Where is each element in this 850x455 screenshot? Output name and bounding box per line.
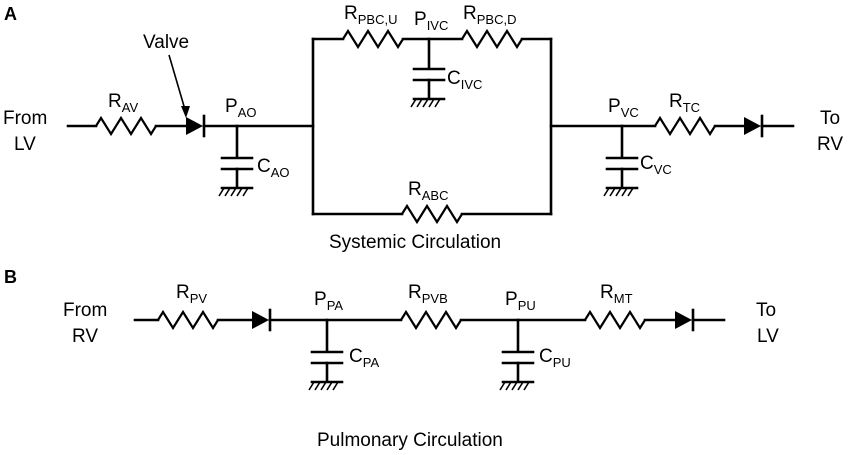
capacitor-c-ao bbox=[220, 124, 254, 189]
from-rv-label-line1: From bbox=[63, 300, 107, 321]
panel-label-b: B bbox=[4, 267, 17, 287]
resistor-r-pv bbox=[157, 309, 219, 331]
label-r-pv: RPV bbox=[176, 282, 207, 306]
caption-systemic: Systemic Circulation bbox=[329, 232, 501, 253]
label-r-pbc-d: RPBC,D bbox=[463, 3, 516, 27]
from-rv-label-line2: RV bbox=[72, 326, 98, 347]
from-lv-label-line1: From bbox=[3, 108, 47, 129]
resistor-r-av bbox=[95, 115, 157, 137]
resistor-r-pbc-u bbox=[342, 28, 404, 50]
label-c-pu: CPU bbox=[539, 346, 571, 370]
capacitor-c-vc bbox=[605, 124, 639, 189]
to-rv-label-line2: RV bbox=[817, 134, 843, 155]
ground-c-ao bbox=[218, 186, 254, 197]
resistor-r-pvb bbox=[400, 309, 462, 331]
label-p-pu: PPU bbox=[505, 289, 536, 313]
to-lv-label-line1: To bbox=[756, 300, 776, 321]
ground-c-vc bbox=[603, 186, 639, 197]
panel-label-a: A bbox=[4, 4, 17, 24]
resistor-r-mt bbox=[584, 309, 646, 331]
caption-pulmonary: Pulmonary Circulation bbox=[317, 430, 503, 451]
label-r-pbc-u: RPBC,U bbox=[344, 3, 397, 27]
from-lv-label-line2: LV bbox=[14, 134, 36, 155]
capacitor-c-ivc bbox=[412, 37, 446, 100]
label-r-mt: RMT bbox=[600, 282, 633, 306]
label-p-ao: PAO bbox=[225, 96, 256, 120]
ground-c-pa bbox=[308, 380, 344, 391]
resistor-r-abc bbox=[401, 203, 463, 225]
valve-diode-aortic bbox=[186, 117, 203, 135]
ground-c-ivc bbox=[410, 97, 446, 108]
capacitor-c-pu bbox=[501, 318, 535, 383]
label-c-ao: CAO bbox=[257, 156, 290, 180]
label-c-ivc: CIVC bbox=[447, 68, 482, 92]
label-c-pa: CPA bbox=[349, 346, 379, 370]
valve-diode-pulmonary bbox=[252, 311, 269, 329]
label-r-pvb: RPVB bbox=[408, 282, 448, 306]
label-p-vc: PVC bbox=[608, 96, 639, 120]
ground-c-pu bbox=[499, 380, 535, 391]
label-p-pa: PPA bbox=[314, 289, 343, 313]
valve-label: Valve bbox=[143, 32, 189, 53]
to-rv-label-line1: To bbox=[820, 108, 840, 129]
resistor-r-pbc-d bbox=[461, 28, 523, 50]
capacitor-c-pa bbox=[310, 318, 344, 383]
label-r-tc: RTC bbox=[669, 91, 700, 115]
valve-diode-mitral bbox=[675, 311, 692, 329]
label-r-av: RAV bbox=[108, 91, 138, 115]
label-p-ivc: PIVC bbox=[414, 9, 448, 33]
valve-pointer-head bbox=[181, 106, 190, 118]
valve-diode-tricuspid bbox=[744, 117, 761, 135]
label-r-abc: RABC bbox=[408, 179, 448, 203]
resistor-r-tc bbox=[654, 115, 716, 137]
to-lv-label-line2: LV bbox=[757, 326, 779, 347]
valve-pointer-arrow bbox=[168, 54, 187, 114]
label-c-vc: CVC bbox=[640, 153, 672, 177]
